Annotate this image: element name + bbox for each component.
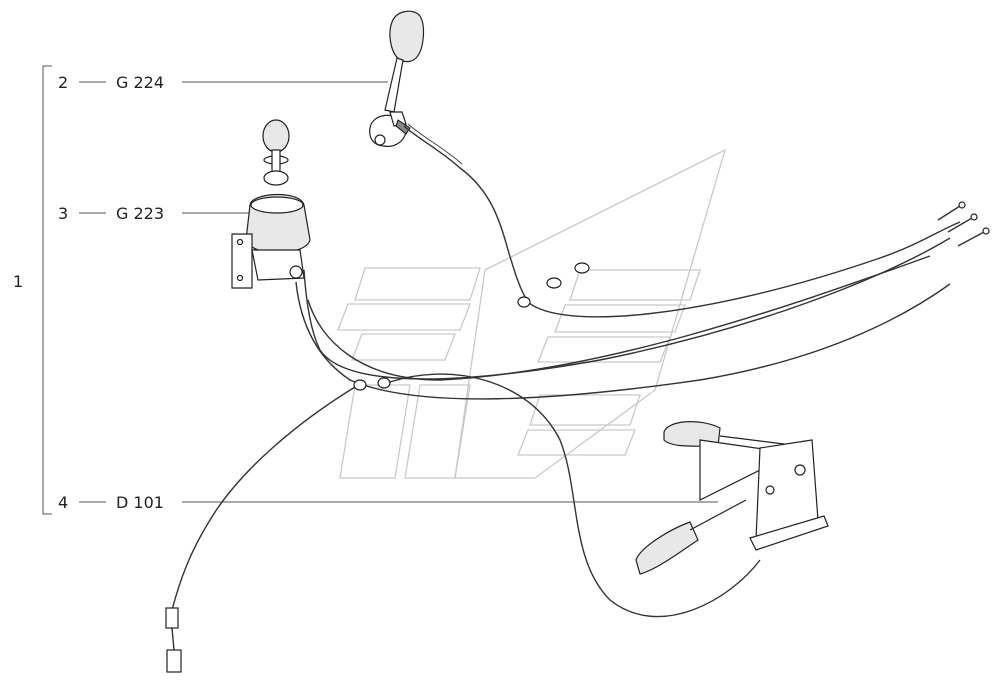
- joystick-part-3: [231, 119, 311, 289]
- callout-number-2: 2: [58, 73, 68, 92]
- callout-code-4: D 101: [116, 493, 164, 512]
- callout-code-3: G 223: [116, 204, 164, 223]
- callout-number-3: 3: [58, 204, 68, 223]
- callout-code-2: G 224: [116, 73, 164, 92]
- leader-lines: [79, 81, 718, 503]
- control-cables: [165, 123, 990, 673]
- gear-lever-part-2: [369, 10, 425, 147]
- handbrake-part-4: [635, 421, 829, 575]
- callout-number-4: 4: [58, 493, 68, 512]
- watermark-logo: [337, 148, 727, 479]
- assembly-number-label: 1: [13, 272, 23, 291]
- assembly-bracket: [42, 65, 52, 515]
